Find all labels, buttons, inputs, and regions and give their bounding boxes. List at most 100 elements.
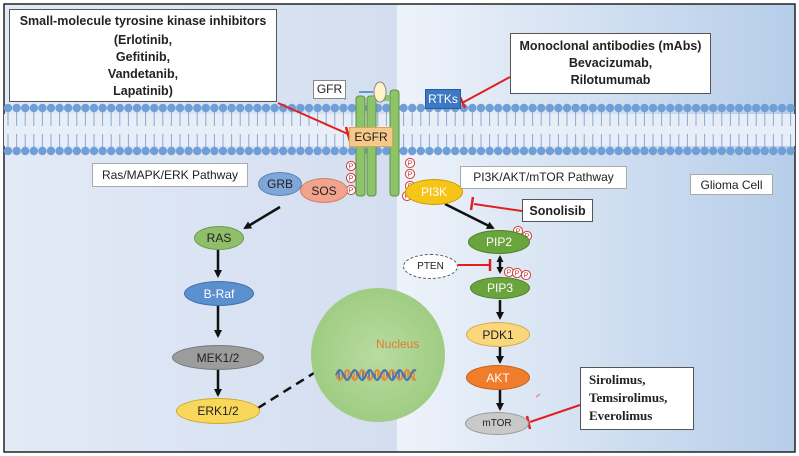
akt-label: AKT [486,370,510,385]
rtks-box: RTKs [425,89,461,109]
lipid-head [313,146,322,156]
lipid-head [408,103,417,113]
lipid-head [304,146,314,156]
phosphate-label: P [515,271,520,278]
lipid-head [38,146,47,156]
lipid-head [141,103,150,113]
gfr-box: GFR [313,80,346,99]
lipid-head [691,146,701,156]
lipid-head [184,103,193,113]
lipid-head [777,103,787,113]
lipid-head [3,146,13,156]
lipid-head [640,146,649,156]
tki-line-1: Small-molecule tyrosine kinase inhibitor… [19,14,267,28]
tki-line-3: Gefitinib, [115,50,171,64]
lipid-head [347,103,357,113]
lipid-head [12,146,21,156]
pip2-label: PIP2 [485,235,512,249]
glioma-cell-label: Glioma Cell [700,178,763,192]
phosphate-label: P [349,164,354,171]
lipid-head [657,103,666,113]
lipid-head [476,103,486,113]
lipid-head [89,103,99,113]
lipid-head [717,146,726,156]
lipid-head [236,146,245,156]
lipid-head [648,146,658,156]
lipid-head [494,146,503,156]
lipid-head [46,103,56,113]
lipid-head [743,146,752,156]
lipid-head [519,146,529,156]
lipid-head [322,146,331,156]
lipid-head [588,103,597,113]
gfr-label: GFR [316,82,343,96]
lipid-head [648,103,658,113]
lipid-head [545,103,554,113]
pdk1-node: PDK1 [466,322,530,347]
lipid-head [253,146,262,156]
lipid-head [416,146,425,156]
lipid-head [433,146,443,156]
sos-node: SOS [300,178,348,203]
pten-node: PTEN [403,254,458,279]
dna-helix [335,368,417,382]
lipid-head [270,146,279,156]
lipid-head [769,146,778,156]
lipid-head [89,146,99,156]
lipid-head [468,146,477,156]
mabs-line-3: Rilotumumab [570,73,651,87]
nucleus-label: Nucleus [376,337,420,351]
phosphate-circle [345,160,357,172]
lipid-head [623,146,632,156]
lipid-head [261,146,271,156]
tki-line-5: Lapatinib) [113,84,173,98]
dna-strand [335,368,417,382]
lipid-head [158,146,167,156]
lipid-head [296,103,305,113]
lipid-head [562,103,572,113]
lipid-head [631,103,640,113]
grb-label: GRB [266,177,293,191]
lipid-head [605,146,615,156]
lipid-head [537,103,546,113]
lipid-head [614,146,623,156]
erk-node: ERK1/2 [176,398,260,424]
lipid-head [253,103,262,113]
lipid-head [72,103,82,113]
lipid-head [244,103,253,113]
lipid-head [752,103,761,113]
lipid-head [580,146,589,156]
lipid-head [132,146,142,156]
mabs-line-2: Bevacizumab, [568,56,653,70]
lipid-head [330,103,339,113]
lipid-head [63,146,73,156]
lipid-head [734,103,744,113]
lipid-head [683,146,692,156]
pi3k-pathway-label: PI3K/AKT/mTOR Pathway [473,170,614,184]
lipid-head [63,103,73,113]
lipid-head [193,146,202,156]
arrow-pi3k-pip2 [444,202,495,230]
lipid-head [55,103,64,113]
lipid-head [683,103,692,113]
lipid-head [709,146,718,156]
rtks-label: RTKs [428,92,458,106]
lipid-head [494,103,503,113]
inhibition-sonolisib-pi3k [473,203,523,212]
pip2-node: PIP2 [468,230,530,254]
lipid-head [726,103,735,113]
lipid-head [769,103,778,113]
lipid-head [107,103,116,113]
lipid-head [442,146,451,156]
lipid-head [580,103,589,113]
lipid-head [150,146,159,156]
phosphate-circle [404,168,416,180]
lipid-head [210,103,219,113]
sonolisib-label: Sonolisib [529,204,586,218]
lipid-head [270,103,279,113]
lipid-head [72,146,82,156]
lipid-head [528,103,537,113]
lipid-head [81,146,90,156]
lipid-head [236,103,245,113]
ras-pathway-box: Ras/MAPK/ERK Pathway [92,163,248,187]
